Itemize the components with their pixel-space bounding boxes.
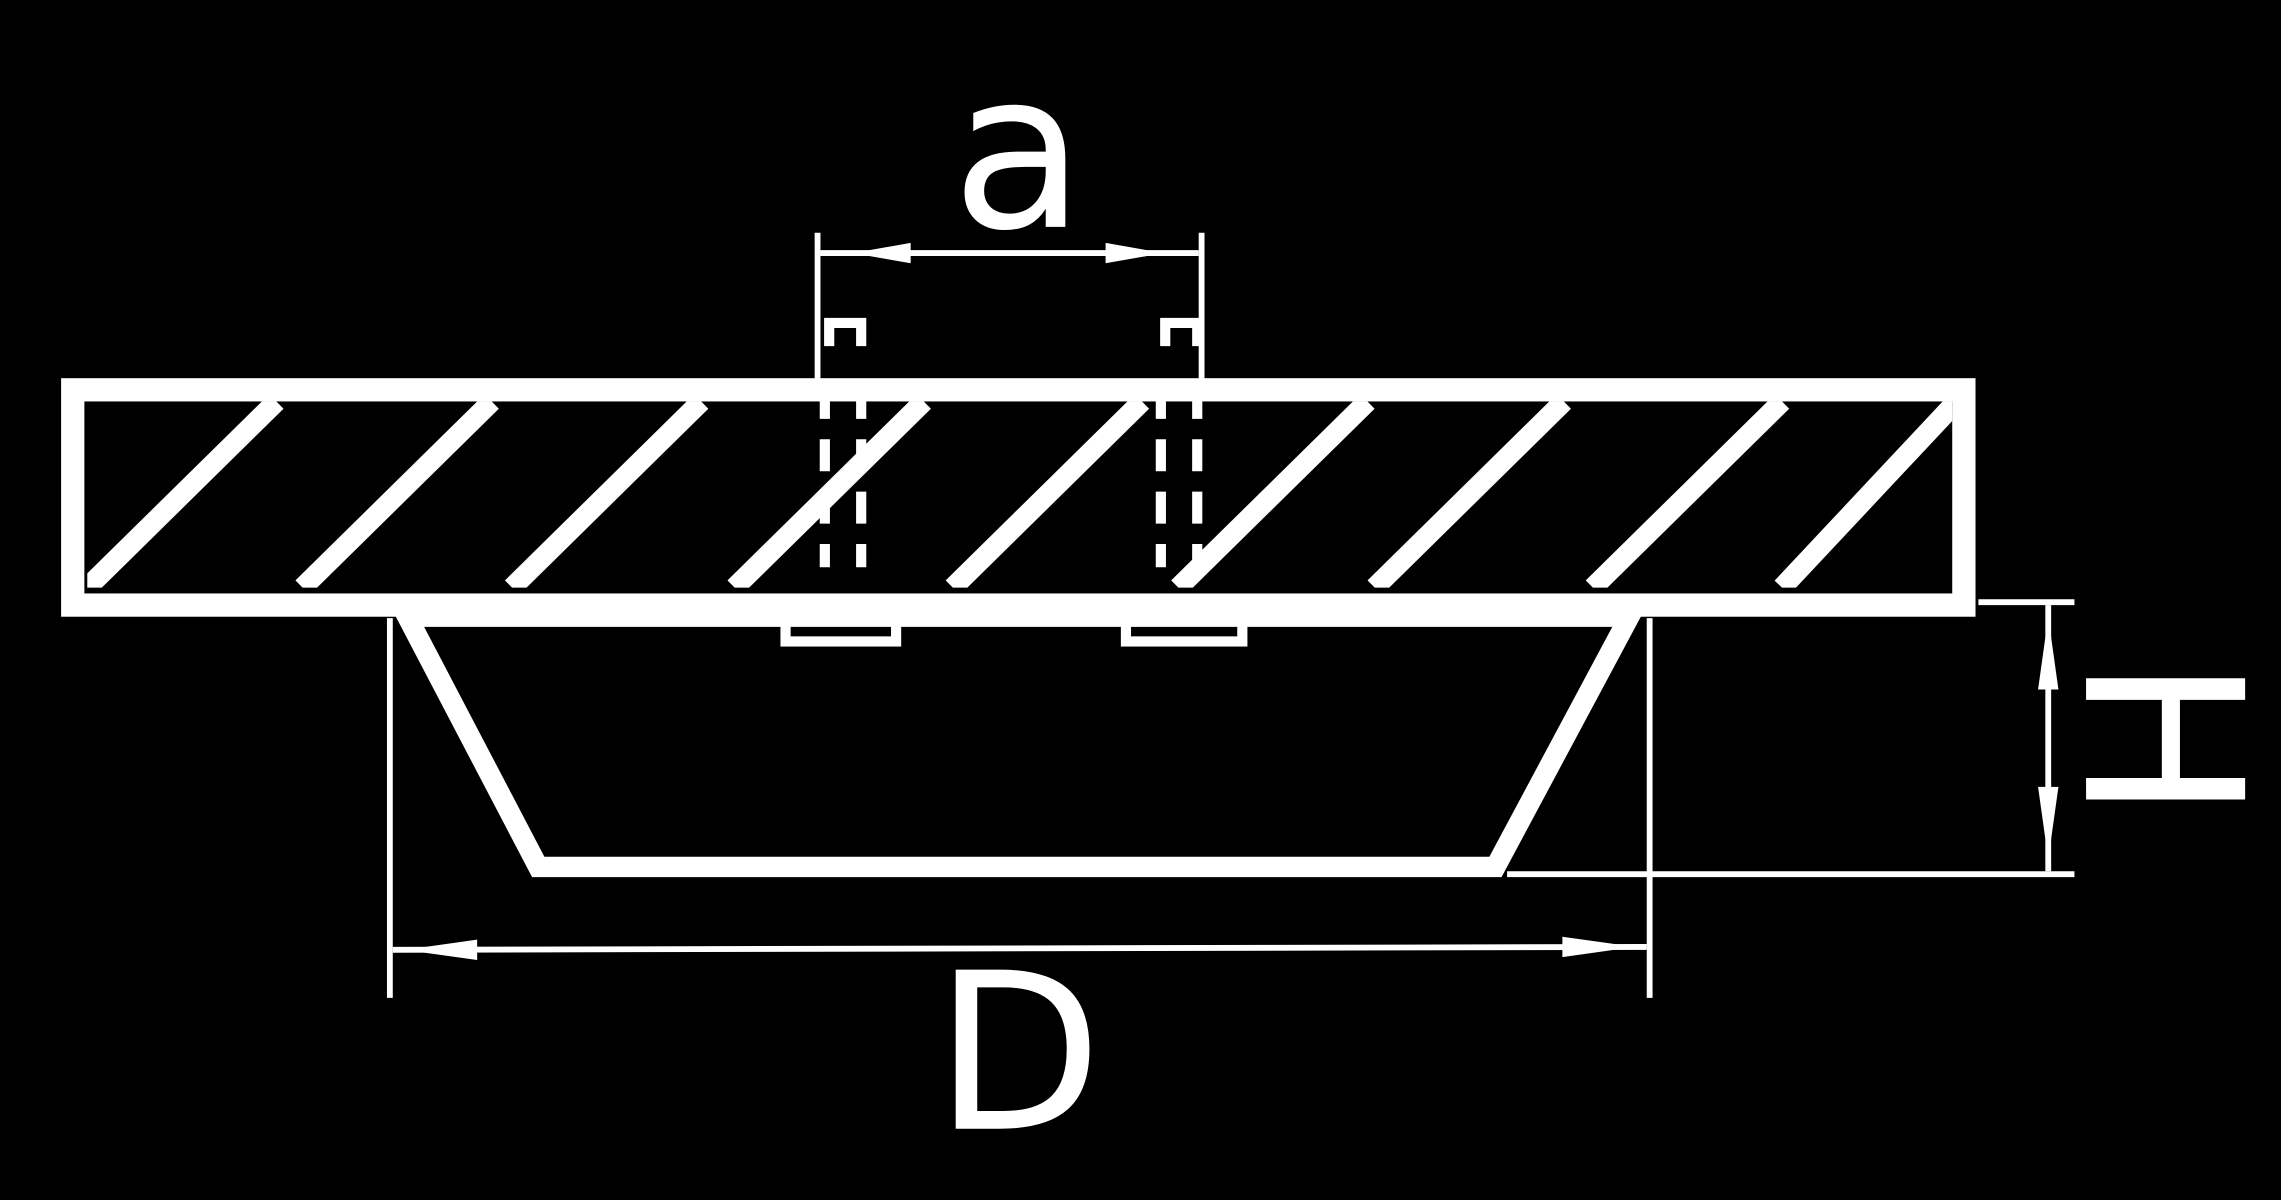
mounting-holes xyxy=(819,317,1203,568)
dimension-h xyxy=(1507,599,2075,878)
left-hole xyxy=(819,317,867,568)
height-label: H xyxy=(2034,657,2281,821)
right-hole xyxy=(1155,317,1203,568)
hole-spacing-label: a xyxy=(951,25,1085,279)
lamp-body xyxy=(390,606,1647,878)
dimension-a xyxy=(814,232,1205,382)
ceiling-plate xyxy=(61,378,1976,617)
plate-hatching xyxy=(87,401,1953,588)
dimension-d xyxy=(386,618,1653,998)
diameter-label: D xyxy=(934,927,1102,1181)
